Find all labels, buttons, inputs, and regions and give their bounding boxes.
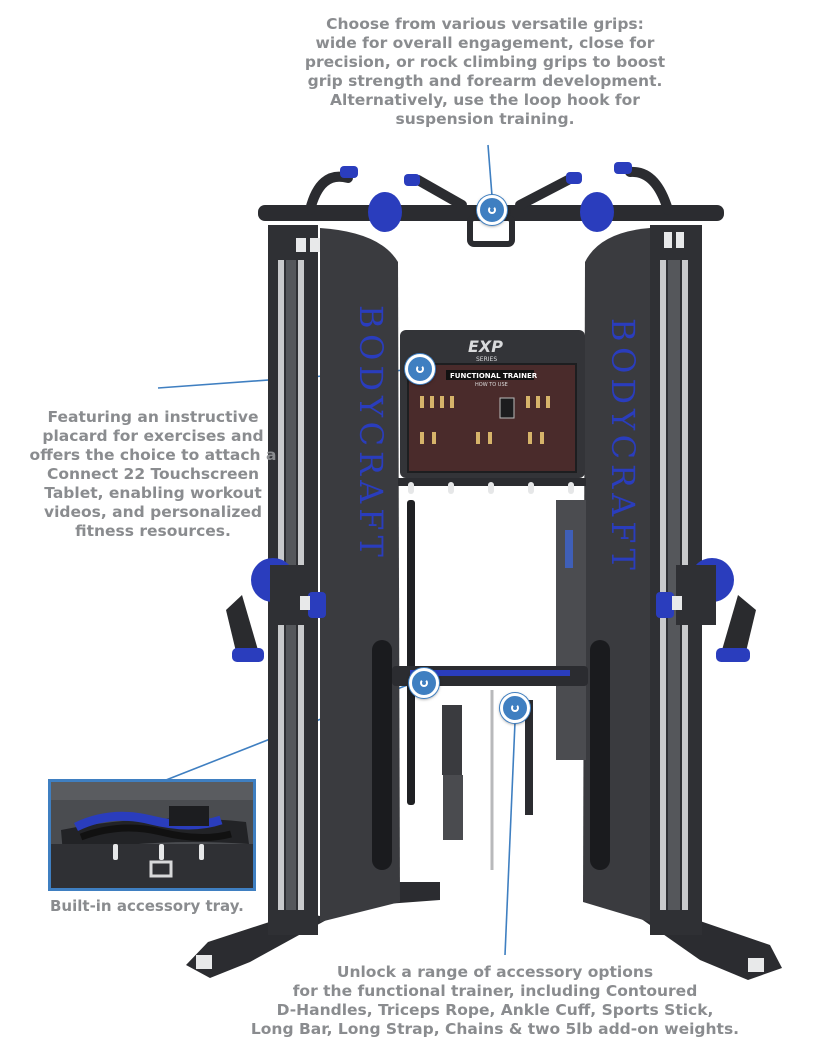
hotspot-icon <box>511 704 519 712</box>
caption-line: fitness resources. <box>75 522 231 540</box>
exp-series: SERIES <box>476 356 497 363</box>
caption-line: Tablet, enabling workout <box>44 484 262 502</box>
brand-left-upright: BODYCRAFT <box>352 305 390 562</box>
caption-line: D-Handles, Triceps Rope, Ankle Cuff, Spo… <box>276 1001 714 1019</box>
grips-caption: Choose from various versatile grips: wid… <box>270 15 700 129</box>
brand-right-upright: BODYCRAFT <box>604 318 642 575</box>
caption-line: wide for overall engagement, close for <box>315 34 655 52</box>
caption-line: Connect 22 Touchscreen <box>46 465 260 483</box>
caption-line: Unlock a range of accessory options <box>336 963 654 981</box>
caption-line: Alternatively, use the loop hook for <box>330 91 640 109</box>
accessory-tray-inset-photo <box>48 779 256 891</box>
instruction-placard <box>407 363 577 473</box>
exp-logo: EXP <box>468 337 503 356</box>
grips-hotspot[interactable] <box>477 195 507 225</box>
caption-line: Long Bar, Long Strap, Chains & two 5lb a… <box>250 1020 740 1038</box>
caption-line: Choose from various versatile grips: <box>326 15 644 33</box>
caption-line: placard for exercises and <box>42 427 264 445</box>
caption-line: Featuring an instructive <box>47 408 259 426</box>
hotspot-icon <box>420 679 428 687</box>
caption-line: suspension training. <box>395 110 575 128</box>
accessory-tray-hotspot[interactable] <box>409 668 439 698</box>
leader-line-top <box>487 144 493 197</box>
hotspot-icon <box>416 365 424 373</box>
svg-text:HOW TO USE: HOW TO USE <box>475 382 508 388</box>
caption-line: offers the choice to attach a <box>29 446 277 464</box>
caption-line: precision, or rock climbing grips to boo… <box>304 53 666 71</box>
caption-line: grip strength and forearm development. <box>307 72 663 90</box>
hotspot-icon <box>488 206 496 214</box>
caption-line: for the functional trainer, including Co… <box>292 982 698 1000</box>
accessories-hotspot[interactable] <box>500 693 530 723</box>
tray-closeup-illustration <box>51 782 253 888</box>
tray-caption: Built-in accessory tray. <box>50 897 244 915</box>
leader-line-accessories <box>504 721 516 956</box>
accessories-caption: Unlock a range of accessory options for … <box>235 963 755 1039</box>
placard-hotspot[interactable] <box>405 354 435 384</box>
caption-line: videos, and personalized <box>43 503 263 521</box>
svg-text:FUNCTIONAL TRAINER: FUNCTIONAL TRAINER <box>450 372 538 380</box>
placard-caption: Featuring an instructive placard for exe… <box>8 408 298 541</box>
